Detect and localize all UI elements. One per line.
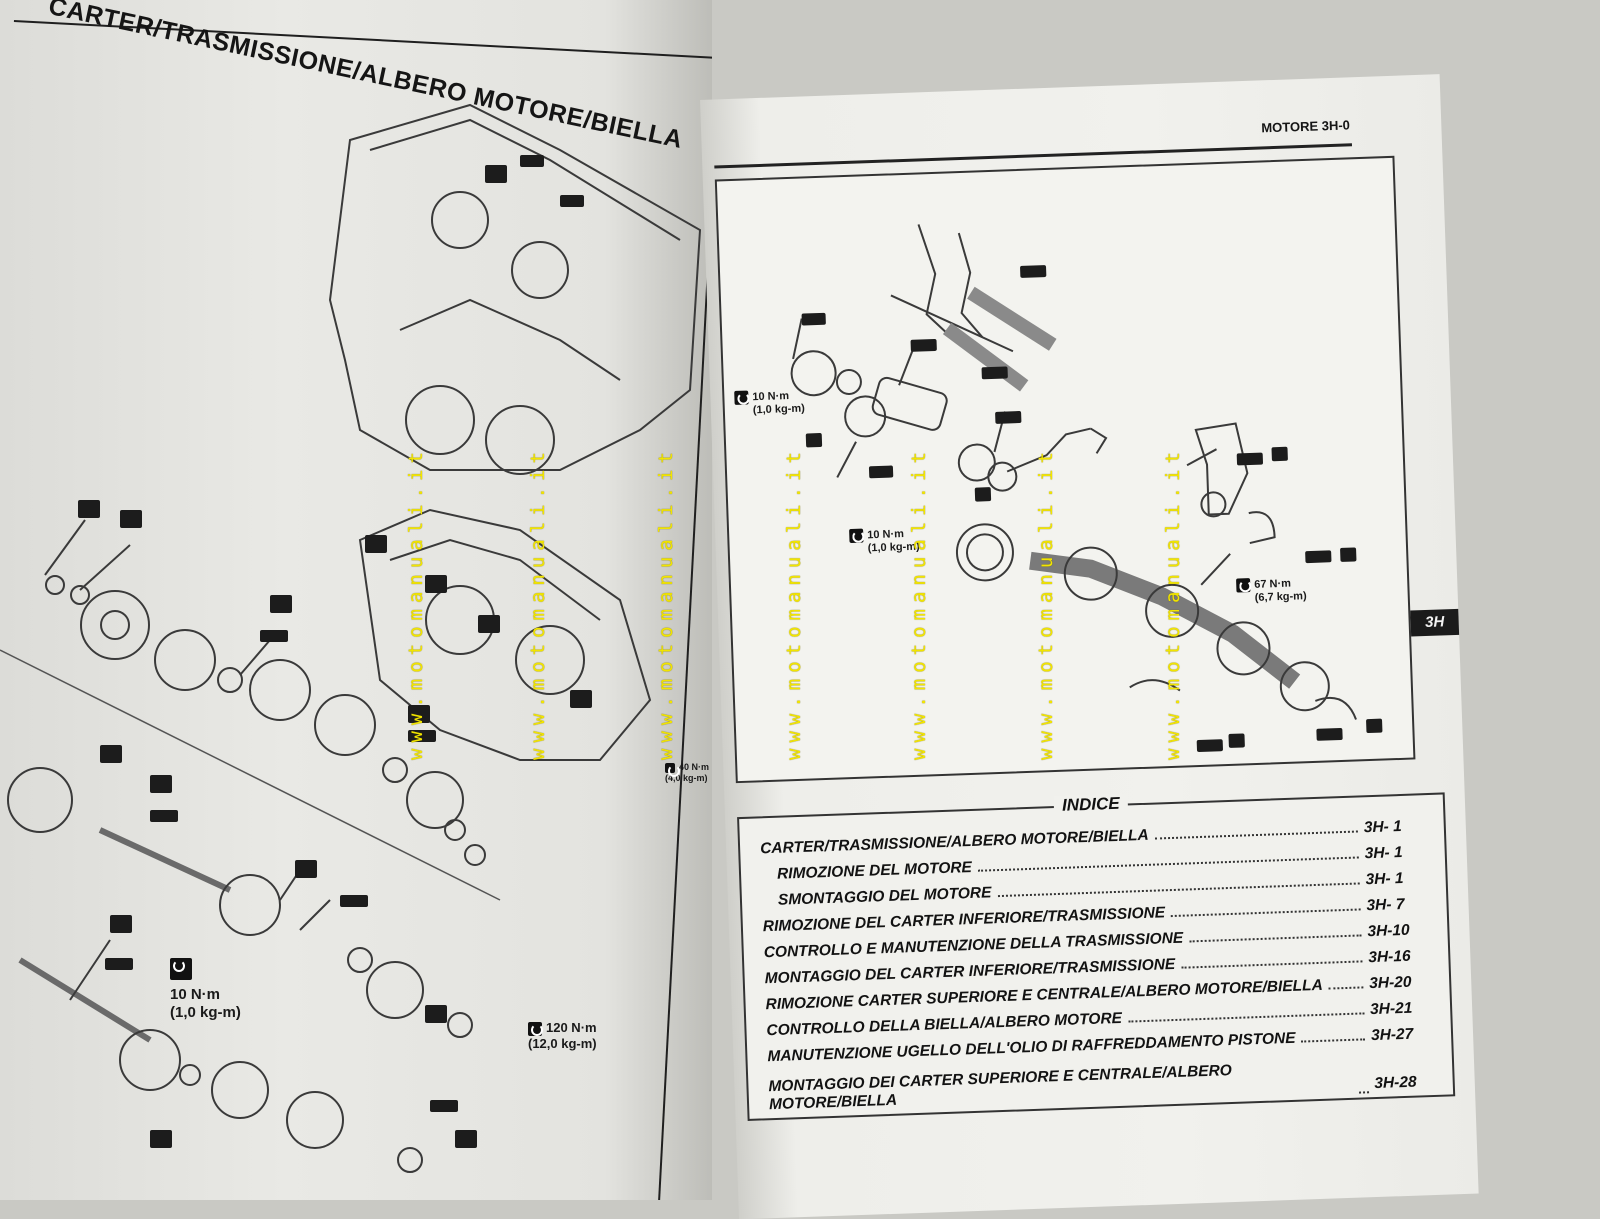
torque-label-10nm: 10 N·m (1,0 kg-m): [170, 958, 241, 1022]
right-page: MOTORE 3H-0: [700, 74, 1479, 1219]
watermark: www.motomanuali.it: [908, 446, 930, 760]
watermark: www.motomanuali.it: [1035, 446, 1057, 760]
torque-label-67nm: 67 N·m (6,7 kg-m): [1236, 576, 1307, 606]
torque-wrench-icon: [170, 958, 192, 980]
torque-label-120nm: 120 N·m (12,0 kg-m): [528, 1020, 597, 1051]
torque-wrench-icon: [849, 528, 864, 544]
watermark: www.motomanuali.it: [783, 446, 805, 760]
torque-wrench-icon: [665, 762, 680, 777]
section-tab-3h: 3H: [1410, 608, 1460, 637]
exploded-crankshaft-diagram: [790, 224, 1383, 752]
torque-wrench-icon: [734, 390, 749, 405]
index-box: INDICE CARTER/TRASMISSIONE/ALBERO MOTORE…: [737, 792, 1456, 1121]
watermark: www.motomanuali.it: [405, 446, 427, 760]
page-header: MOTORE 3H-0: [1261, 117, 1351, 136]
torque-wrench-icon: [528, 1021, 543, 1036]
index-list: CARTER/TRASMISSIONE/ALBERO MOTORE/BIELLA…: [760, 817, 1431, 1114]
torque-label-40nm: 40 N·m (4,0 kg-m): [665, 762, 710, 783]
torque-label-10nm-a: 10 N·m (1,0 kg-m): [734, 389, 805, 419]
left-page: CARTER/TRASMISSIONE/ALBERO MOTORE/BIELLA: [0, 0, 712, 1200]
watermark: www.motomanuali.it: [1162, 446, 1184, 760]
watermark: www.motomanuali.it: [527, 446, 549, 760]
torque-wrench-icon: [1236, 578, 1251, 593]
exploded-crankcase-diagram: [0, 103, 702, 1173]
watermark: www.motomanuali.it: [655, 446, 677, 760]
crankshaft-diagram-box: 10 N·m (1,0 kg-m) 10 N·m (1,0 kg-m) 67 N…: [714, 155, 1416, 784]
